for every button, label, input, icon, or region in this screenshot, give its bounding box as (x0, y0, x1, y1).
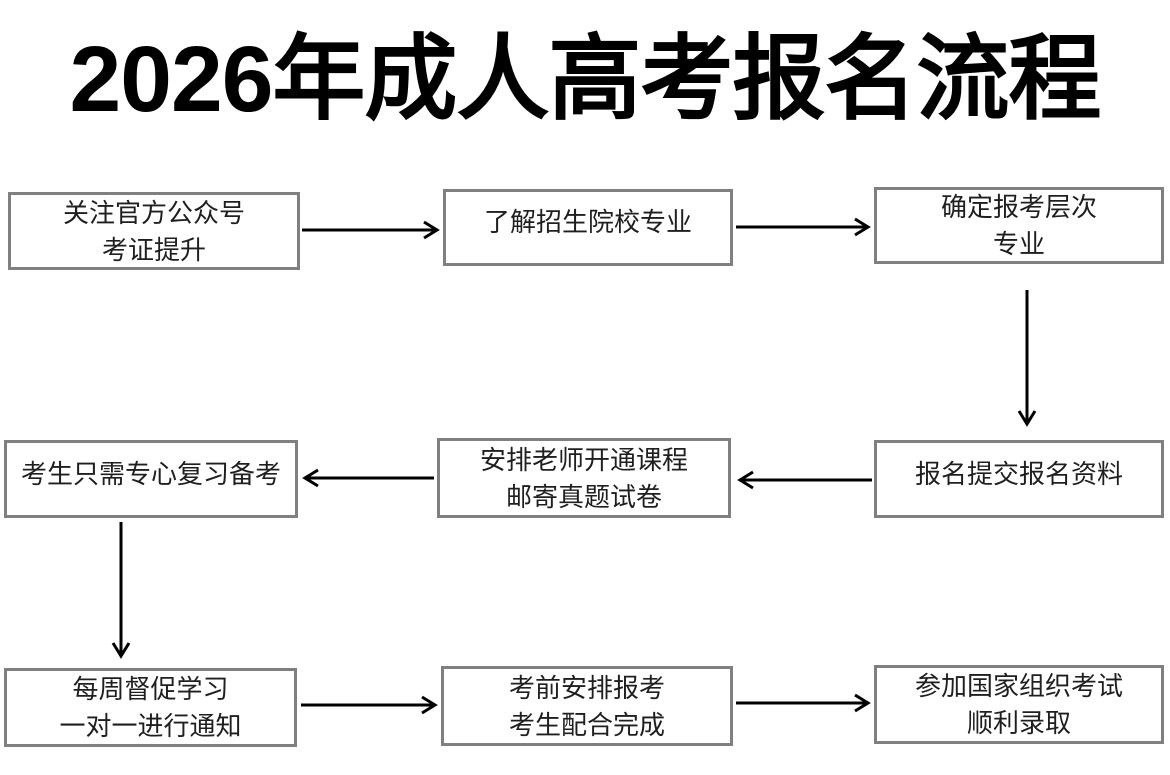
flow-step-take-exam-admission: 参加国家组织考试 顺利录取 (874, 665, 1164, 744)
arrow-step7-to-step8-icon (301, 695, 438, 715)
arrow-step8-to-step9-icon (736, 693, 871, 713)
flow-step-line: 考生配合完成 (508, 709, 665, 740)
arrow-step3-to-step4-icon (1017, 290, 1037, 427)
flow-step-learn-colleges-majors: 了解招生院校专业 (443, 189, 733, 266)
flow-step-follow-official-account: 关注官方公众号 考证提升 (8, 192, 300, 270)
arrow-step2-to-step3-icon (736, 217, 871, 237)
arrow-step1-to-step2-icon (302, 220, 440, 240)
flow-step-line: 一对一进行通知 (59, 711, 242, 741)
flow-step-determine-level-major: 确定报考层次 专业 (874, 187, 1164, 264)
flow-step-focus-on-review: 考生只需专心复习备考 (4, 440, 298, 518)
flow-step-weekly-supervision: 每周督促学习 一对一进行通知 (4, 668, 297, 747)
flow-step-line: 了解招生院校专业 (483, 207, 692, 237)
page-title: 2026年成人高考报名流程 (69, 27, 1102, 131)
flow-step-line: 邮寄真题试卷 (505, 481, 662, 512)
flow-step-open-courses-mail-papers: 安排老师开通课程 邮寄真题试卷 (437, 438, 731, 518)
arrow-step5-to-step6-icon (302, 468, 434, 488)
flow-step-pre-exam-arrangement: 考前安排报考 考生配合完成 (441, 666, 733, 746)
flow-step-line: 考生只需专心复习备考 (20, 458, 281, 489)
arrow-step6-to-step7-icon (111, 522, 131, 659)
flow-step-line: 考前安排报考 (508, 672, 665, 703)
flow-step-line: 确定报考层次 (940, 192, 1097, 222)
flow-step-line: 关注官方公众号 (62, 197, 245, 228)
flow-step-line: 参加国家组织考试 (914, 671, 1123, 701)
flow-step-submit-registration: 报名提交报名资料 (874, 440, 1164, 518)
flow-step-line: 报名提交报名资料 (914, 458, 1123, 489)
flow-step-line: 专业 (992, 229, 1045, 259)
flow-step-line: 安排老师开通课程 (479, 444, 688, 475)
arrow-step4-to-step5-icon (737, 470, 872, 490)
flow-step-line: 考证提升 (101, 234, 206, 265)
flow-step-line: 每周督促学习 (72, 674, 229, 704)
flow-step-line: 顺利录取 (966, 708, 1071, 738)
